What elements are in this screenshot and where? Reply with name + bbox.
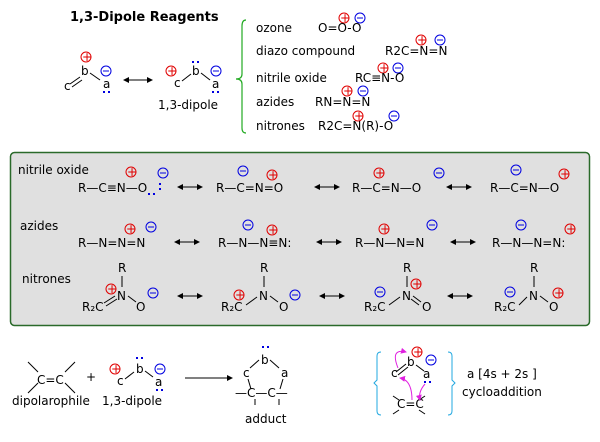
svg-text:—C—C—: —C—C— — [235, 386, 288, 400]
plus-sign: + — [86, 370, 97, 384]
mechanism-type: a [4s + 2s ] — [467, 367, 537, 381]
svg-text:c: c — [117, 374, 124, 388]
dipole-type-name: ozone — [256, 21, 292, 35]
dipole-structure-2: + c b a — [165, 61, 222, 93]
adduct-structure: b c a —C—C— — [235, 346, 288, 405]
svg-text:+: + — [111, 362, 121, 376]
svg-text:c: c — [243, 366, 250, 380]
svg-text:N: N — [402, 289, 411, 303]
svg-text:R—N—N=N:: R—N—N=N: — [492, 236, 565, 250]
row-label-azides: azides — [20, 219, 59, 233]
svg-text:+: + — [340, 11, 350, 25]
atom-b: b — [81, 64, 89, 78]
svg-text:C=C: C=C — [37, 373, 64, 387]
svg-text:+: + — [379, 61, 389, 75]
dipole-structure-1: + b c a — [64, 50, 112, 93]
svg-text:R—N—N≡N:: R—N—N≡N: — [218, 236, 291, 250]
svg-text:+: + — [554, 286, 564, 300]
dipole-type-formula: O=O-O — [318, 21, 362, 35]
formula-charges: + + + + + — [338, 11, 446, 123]
svg-text:c: c — [64, 79, 71, 93]
svg-text:+: + — [413, 345, 423, 359]
svg-text:+: + — [268, 223, 278, 237]
dipole-reactant-label: 1,3-dipole — [102, 394, 163, 408]
nitrile-oxide-structures: R—C≡N—O + R—C=N=O + R—C=N—O + R—C=N—O + — [78, 164, 570, 195]
dipole-type-formula: RC≡N-O — [355, 71, 405, 85]
svg-text:+: + — [375, 166, 385, 180]
svg-text:R₂C: R₂C — [82, 300, 104, 314]
svg-text:+: + — [343, 84, 353, 98]
page-title: 1,3-Dipole Reagents — [70, 10, 219, 25]
dipolarophile-label: dipolarophile — [12, 394, 90, 408]
svg-text:a: a — [212, 77, 219, 91]
svg-text:+: + — [412, 277, 422, 291]
dipole-reactant: + c b a — [109, 357, 166, 391]
mechanism-name: cycloaddition — [462, 385, 542, 399]
svg-text:R₂C: R₂C — [221, 300, 243, 314]
svg-text:a: a — [423, 367, 430, 381]
dipole-type-formula: R2C=N(R)-O — [318, 119, 394, 133]
svg-text:+: + — [560, 167, 570, 181]
dipole-type-formula: R2C=N=N — [385, 44, 448, 58]
svg-text:+: + — [566, 222, 576, 236]
svg-text:O: O — [422, 300, 431, 314]
svg-text:b: b — [136, 362, 144, 376]
svg-text:b: b — [192, 64, 200, 78]
dipole-caption: 1,3-dipole — [158, 98, 219, 112]
svg-text:R: R — [530, 261, 538, 275]
svg-text:N: N — [117, 289, 126, 303]
svg-text:+: + — [126, 222, 136, 236]
svg-text:R: R — [403, 261, 411, 275]
svg-text:+: + — [82, 50, 92, 64]
svg-text:R₂C: R₂C — [494, 300, 516, 314]
svg-text:N: N — [529, 289, 538, 303]
svg-text:+: + — [235, 288, 245, 302]
dipolarophile-structure: C=C — [27, 361, 76, 394]
svg-text:+: + — [268, 168, 278, 182]
resonance-box — [9, 151, 591, 327]
svg-text:a: a — [155, 375, 162, 389]
svg-text:N: N — [259, 289, 268, 303]
dipole-type-name: nitrile oxide — [256, 71, 327, 85]
row-label-nitrones: nitrones — [22, 272, 71, 286]
svg-text:O: O — [549, 300, 558, 314]
svg-text:R: R — [118, 261, 126, 275]
svg-text:a: a — [103, 77, 110, 91]
svg-text:b: b — [407, 355, 415, 369]
mechanism-diagram: c ba + C=C — [373, 345, 456, 416]
dipole-type-name: nitrones — [256, 119, 305, 133]
svg-text:+: + — [417, 33, 427, 47]
svg-text:R—C=N—O: R—C=N—O — [352, 181, 421, 195]
dipole-type-name: diazo compound — [256, 44, 356, 58]
svg-text:R₂C: R₂C — [364, 300, 386, 314]
svg-text:O: O — [279, 300, 288, 314]
svg-text:+: + — [380, 222, 390, 236]
svg-text:+: + — [127, 165, 137, 179]
svg-text:R—N=N=N: R—N=N=N — [78, 236, 145, 250]
svg-text:R—C≡N—O: R—C≡N—O — [78, 181, 147, 195]
adduct-label: adduct — [245, 412, 287, 426]
svg-text:c: c — [391, 366, 398, 380]
svg-text:R—N—N=N: R—N—N=N — [355, 236, 424, 250]
svg-text:+: + — [354, 109, 364, 123]
svg-text:a: a — [281, 366, 288, 380]
svg-text:O: O — [136, 300, 145, 314]
dipole-type-formula: RN=N=N — [315, 95, 371, 109]
svg-text:R—C=N—O: R—C=N—O — [490, 181, 559, 195]
azide-structures: R—N=N=N + R—N—N≡N: + R—N—N=N + R—N—N=N: … — [78, 219, 576, 250]
resonance-arrows — [174, 184, 476, 299]
brace-icon — [235, 19, 247, 134]
svg-text:+: + — [167, 64, 177, 78]
dipole-type-name: azides — [256, 95, 295, 109]
svg-text:+: + — [107, 282, 117, 296]
svg-text:c: c — [174, 76, 181, 90]
row-label-nitrile-oxide: nitrile oxide — [18, 163, 89, 177]
svg-text:R: R — [260, 261, 268, 275]
svg-text:b: b — [261, 353, 269, 367]
svg-text:R—C=N=O: R—C=N=O — [216, 181, 283, 195]
